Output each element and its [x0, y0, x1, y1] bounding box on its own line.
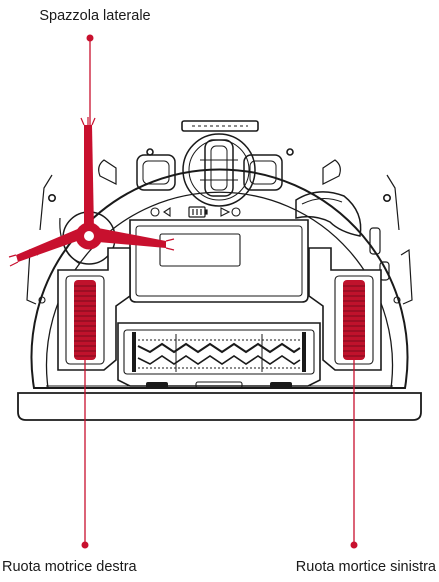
drive-wheel-right-of-robot [74, 280, 96, 360]
label-right-drive-wheel: Ruota motrice destra [2, 559, 137, 575]
speaker-icon [150, 206, 171, 218]
callout-dot-side-brush [86, 34, 94, 42]
right-side-module [295, 191, 362, 237]
main-brush-housing [117, 322, 321, 389]
charging-contact-right [243, 154, 283, 191]
caster-assembly [98, 133, 341, 207]
battery-icon [188, 206, 208, 218]
play-icon [220, 207, 241, 217]
callout-dot-right-drive-wheel [81, 541, 89, 549]
front-bumper [17, 392, 422, 421]
battery-compartment [129, 206, 309, 303]
callout-dot-left-drive-wheel [350, 541, 358, 549]
charging-contact-left [136, 154, 176, 191]
caster-wheel [204, 139, 234, 197]
top-notch [181, 120, 259, 132]
label-left-drive-wheel: Ruota mortice sinistra [295, 559, 436, 575]
callouts [81, 34, 358, 549]
label-side-brush: Spazzola laterale [39, 8, 151, 24]
main-roller-brush [137, 342, 301, 354]
caster-wheel-housing [182, 133, 256, 207]
side-brush [8, 117, 175, 267]
drive-wheel-left-of-robot [343, 280, 365, 360]
